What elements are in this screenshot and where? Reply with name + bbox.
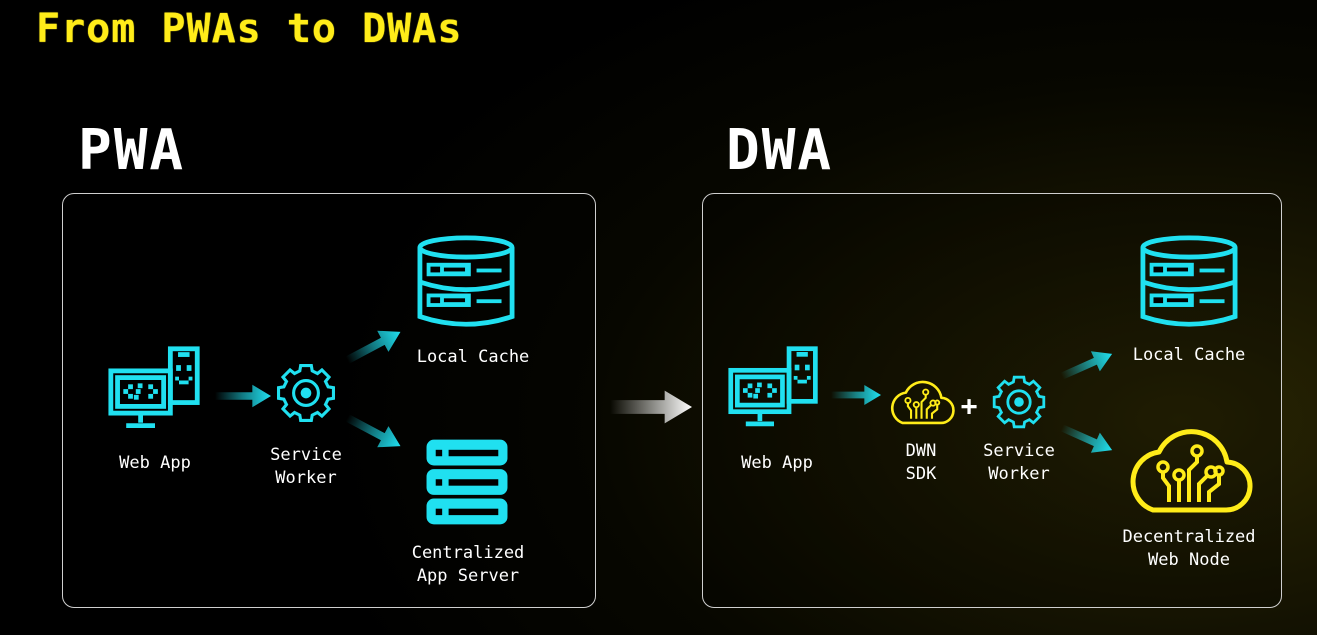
pwa-heading: PWA	[78, 118, 186, 183]
server-icon	[419, 436, 515, 528]
arrow-icon	[831, 384, 881, 406]
plus-sign: +	[960, 389, 978, 422]
web-app-icon	[727, 344, 821, 438]
arrow-icon	[610, 390, 692, 424]
page-title: From PWAs to DWAs	[36, 6, 463, 52]
pwa-service-worker-label: Service Worker	[270, 445, 342, 488]
web-app-icon	[107, 344, 203, 440]
dwa-dwn-sdk-label: DWN SDK	[905, 441, 937, 484]
database-icon	[413, 234, 519, 330]
database-icon	[1135, 234, 1243, 330]
arrow-icon	[215, 384, 271, 408]
dwa-web-node-label: Decentralized Web Node	[1122, 527, 1256, 570]
dwa-local-cache-label: Local Cache	[1132, 345, 1246, 365]
pwa-panel: Web App Service Worker Local Cache Centr…	[62, 193, 596, 608]
dwa-panel: Web App DWN SDK + Service Worker Local C…	[702, 193, 1282, 608]
service-worker-icon	[275, 362, 337, 424]
pwa-local-cache-label: Local Cache	[416, 347, 530, 367]
pwa-web-app-label: Web App	[119, 453, 191, 473]
pwa-app-server-label: Centralized App Server	[411, 543, 525, 586]
cloud-circuit-icon	[1123, 418, 1253, 518]
dwa-service-worker-label: Service Worker	[983, 441, 1055, 484]
dwa-heading: DWA	[726, 118, 834, 183]
dwa-web-app-label: Web App	[741, 453, 813, 473]
cloud-circuit-icon	[887, 374, 955, 428]
service-worker-icon	[991, 374, 1047, 430]
